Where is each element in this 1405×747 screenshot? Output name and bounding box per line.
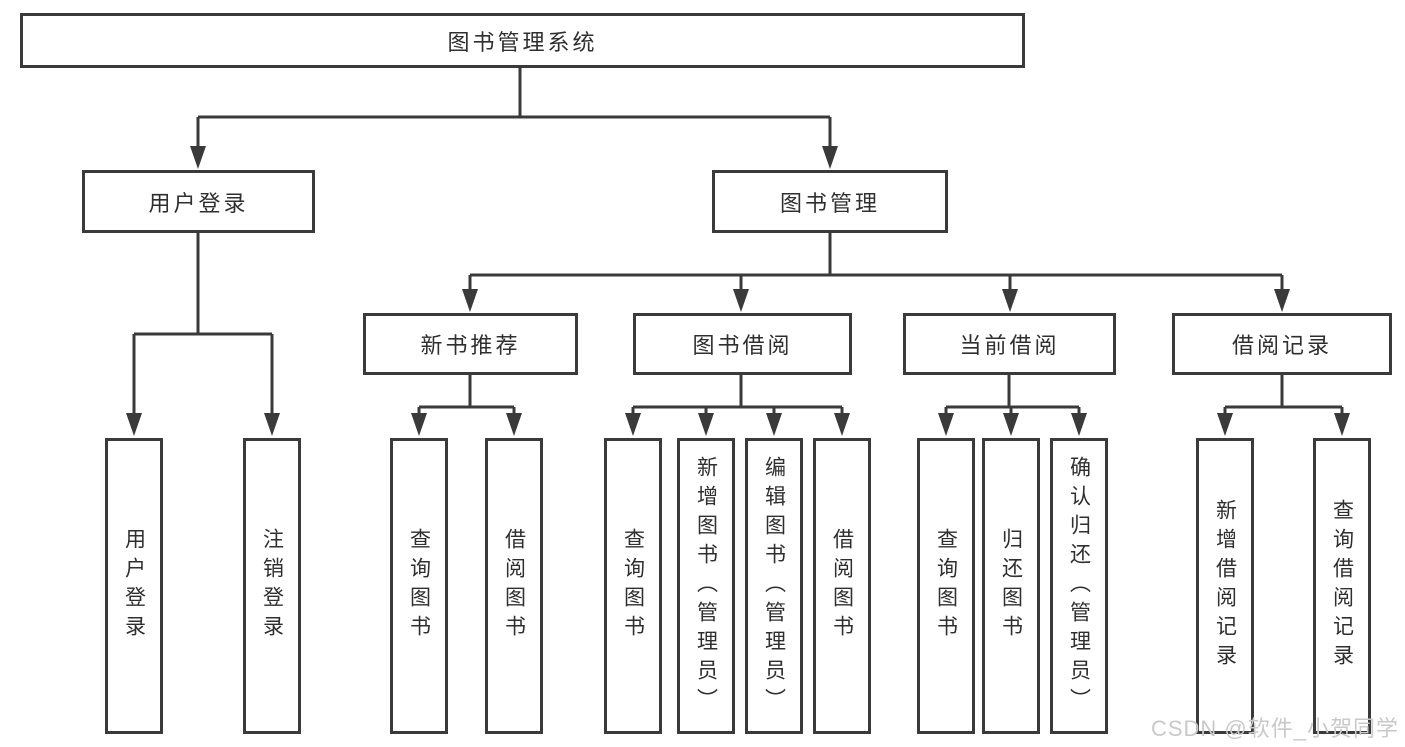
node-user-login: 用户登录 [82, 170, 315, 233]
node-label: 当前借阅 [959, 333, 1060, 358]
leaf-node-add-borrow-record: 新增借阅记录 [1196, 438, 1254, 734]
leaf-node-return-books: 归还图书 [982, 438, 1040, 734]
leaf-label: 归还图书 [999, 528, 1023, 644]
leaf-label: 确认归还（管理员） [1067, 455, 1091, 717]
leaf-label: 借阅图书 [830, 528, 854, 644]
node-label: 图书管理 [779, 190, 880, 216]
leaf-label: 查询图书 [621, 528, 645, 644]
leaf-node-edit-books-admin: 编辑图书（管理员） [745, 438, 803, 734]
leaf-node-confirm-return-admin: 确认归还（管理员） [1050, 438, 1108, 734]
leaf-node-query-books-2: 查询图书 [604, 438, 662, 734]
leaf-node-query-books-1: 查询图书 [390, 438, 448, 734]
leaf-label: 编辑图书（管理员） [762, 455, 786, 717]
leaf-node-query-books-3: 查询图书 [917, 438, 975, 734]
leaf-label: 查询图书 [934, 528, 958, 644]
node-label: 借阅记录 [1231, 333, 1332, 358]
node-new-book-recommend: 新书推荐 [363, 313, 578, 375]
node-book-management: 图书管理 [712, 170, 948, 233]
leaf-label: 新增借阅记录 [1213, 499, 1237, 673]
leaf-node-user-login: 用户登录 [105, 438, 163, 734]
leaf-label: 用户登录 [122, 528, 146, 644]
leaf-label: 注销登录 [260, 528, 284, 644]
node-current-borrow: 当前借阅 [903, 313, 1116, 375]
leaf-label: 查询借阅记录 [1330, 499, 1354, 673]
node-label: 新书推荐 [420, 333, 521, 358]
node-library-management-system: 图书管理系统 [20, 13, 1025, 68]
leaf-node-borrow-books-2: 借阅图书 [813, 438, 871, 734]
leaf-label: 查询图书 [407, 528, 431, 644]
node-label: 图书借阅 [692, 333, 793, 358]
leaf-label: 新增图书（管理员） [694, 455, 718, 717]
arrowheads [126, 146, 1350, 436]
node-label: 用户登录 [148, 190, 249, 216]
leaf-node-add-books-admin: 新增图书（管理员） [677, 438, 735, 734]
leaf-label: 借阅图书 [502, 528, 526, 644]
leaf-node-borrow-books-1: 借阅图书 [485, 438, 543, 734]
leaf-node-query-borrow-record: 查询借阅记录 [1313, 438, 1371, 734]
node-book-borrow: 图书借阅 [633, 313, 852, 375]
node-label: 图书管理系统 [447, 29, 598, 55]
leaf-node-logout: 注销登录 [243, 438, 301, 734]
node-borrow-records: 借阅记录 [1172, 313, 1392, 375]
